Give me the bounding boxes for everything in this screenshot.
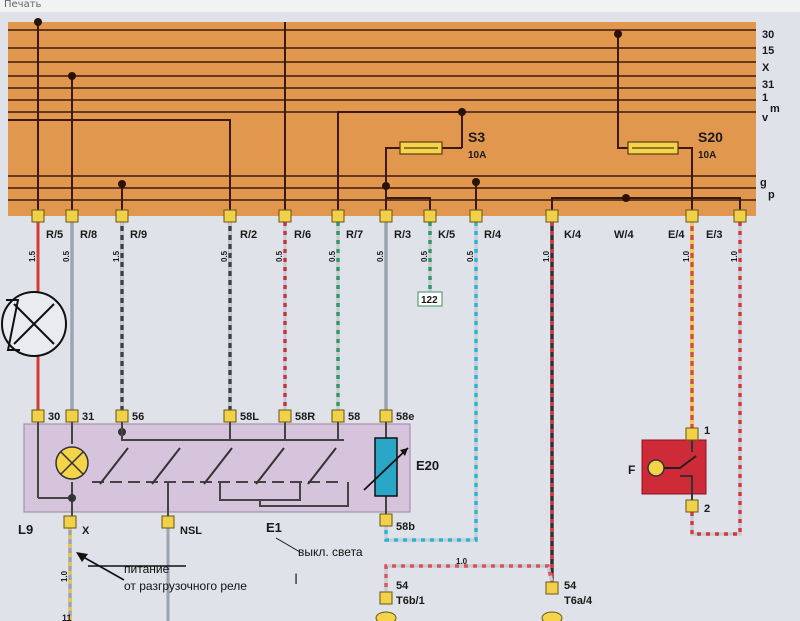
gauge-r8: 0.5 [62,250,71,262]
annotation-power-2: от разгрузочного реле [124,579,247,593]
fuse-s3: S3 10A [399,129,486,161]
gauge-r4: 0.5 [466,250,475,262]
pin-label-r7: R/7 [346,229,363,241]
light-switch-e1: E20 [23,416,439,516]
gauge-r2: 0.5 [220,250,229,262]
pin-label-e3: E/3 [706,229,723,241]
gauge-r9: 1.5 [112,250,121,262]
fuse-s3-name: S3 [468,129,485,145]
fuse-s20-rating: 10A [698,150,716,161]
connector-t6a-pin: 54 [564,580,577,592]
gauge-e4: 1.0 [682,250,691,262]
window-title: Печать [4,0,42,10]
relay-pin-1: 1 [704,425,710,437]
bus-label-1: 1 [762,92,768,104]
pin-label-r8: R/8 [80,229,97,241]
connector-122: 122 [417,291,443,307]
terminal-58e: 58e [396,411,414,423]
terminal-56: 56 [132,411,144,423]
bus-label-30: 30 [762,29,774,41]
gauge-r7: 0.5 [328,250,337,262]
fuse-s20: S20 10A [627,129,723,161]
wiring-diagram: 30 15 X 31 1 m v g p S3 10A [0,12,800,621]
panel-junctions [34,18,630,202]
pin-label-r2: R/2 [240,229,257,241]
connector-t6b-name: T6b/1 [396,595,425,607]
bus-lines [8,29,756,201]
connector-t6b-pin: 54 [396,580,409,592]
terminal-x: X [82,525,90,537]
relay-label: F [628,463,635,477]
connector-t6a-name: T6a/4 [564,595,593,607]
lamp-symbol [1,291,67,357]
annotation-switch-note: выкл. света [298,545,363,559]
pin-label-k5: K/5 [438,229,455,241]
output-wires [36,222,742,621]
relay-f: F 1 2 [628,425,710,515]
text-cursor-icon: I [294,572,298,588]
switch-terminal-markers [31,409,393,529]
pin-label-k4: K/4 [564,229,582,241]
bus-label-31: 31 [762,79,774,91]
gauge-lower-wire: 1.0 [456,557,468,566]
wire-gauges: 1.5 0.5 1.5 0.5 0.5 0.5 0.5 0.5 0.5 1.0 … [28,250,739,582]
pin-label-r6: R/6 [294,229,311,241]
terminal-31: 31 [82,411,94,423]
bus-label-p: p [768,189,775,201]
component-e20: E20 [416,458,439,473]
pin-label-r3: R/3 [394,229,411,241]
relay-pin-2: 2 [704,503,710,515]
pin-label-r5: R/5 [46,229,63,241]
annotations: выкл. света питание от разгрузочного рел… [76,537,363,593]
terminal-58b: 58b [396,521,415,533]
fuse-s20-name: S20 [698,129,723,145]
connector-t6a: 54 T6a/4 [541,580,593,621]
component-l9: L9 [18,522,33,537]
gauge-r3: 0.5 [376,250,385,262]
bottom-cut-label: 11 [62,613,72,621]
terminal-nsl: NSL [180,525,202,537]
pin-label-r4: R/4 [484,229,502,241]
pin-label-w4: W/4 [614,229,634,241]
terminal-58l: 58L [240,411,259,423]
terminal-58: 58 [348,411,360,423]
bus-label-g: g [760,177,767,189]
pin-labels: R/5 R/8 R/9 R/2 R/6 R/7 R/3 K/5 R/4 K/4 … [46,229,723,241]
connector-122-label: 122 [421,295,438,306]
switch-terminal-labels: 30 31 56 58L 58R 58 58e 58b X NSL [48,411,415,537]
pin-label-e4: E/4 [668,229,685,241]
fuse-s3-rating: 10A [468,150,486,161]
gauge-r5: 1.5 [28,250,37,262]
bus-label-m: m [770,103,780,115]
bus-label-v: v [762,112,769,124]
gauge-e3: 1.0 [730,250,739,262]
component-e1: E1 [266,520,282,535]
bus-label-15: 15 [762,45,774,57]
bus-label-x: X [762,62,770,74]
terminal-30: 30 [48,411,60,423]
terminal-58r: 58R [295,411,315,423]
annotation-power-1: питание [124,562,170,576]
pin-label-r9: R/9 [130,229,147,241]
gauge-k4: 1.0 [542,250,551,262]
gauge-k5: 0.5 [420,250,429,262]
gauge-x-wire: 1.0 [60,570,69,582]
connector-t6b: 54 T6b/1 [375,580,425,621]
gauge-r6: 0.5 [275,250,284,262]
pin-markers [31,209,747,223]
